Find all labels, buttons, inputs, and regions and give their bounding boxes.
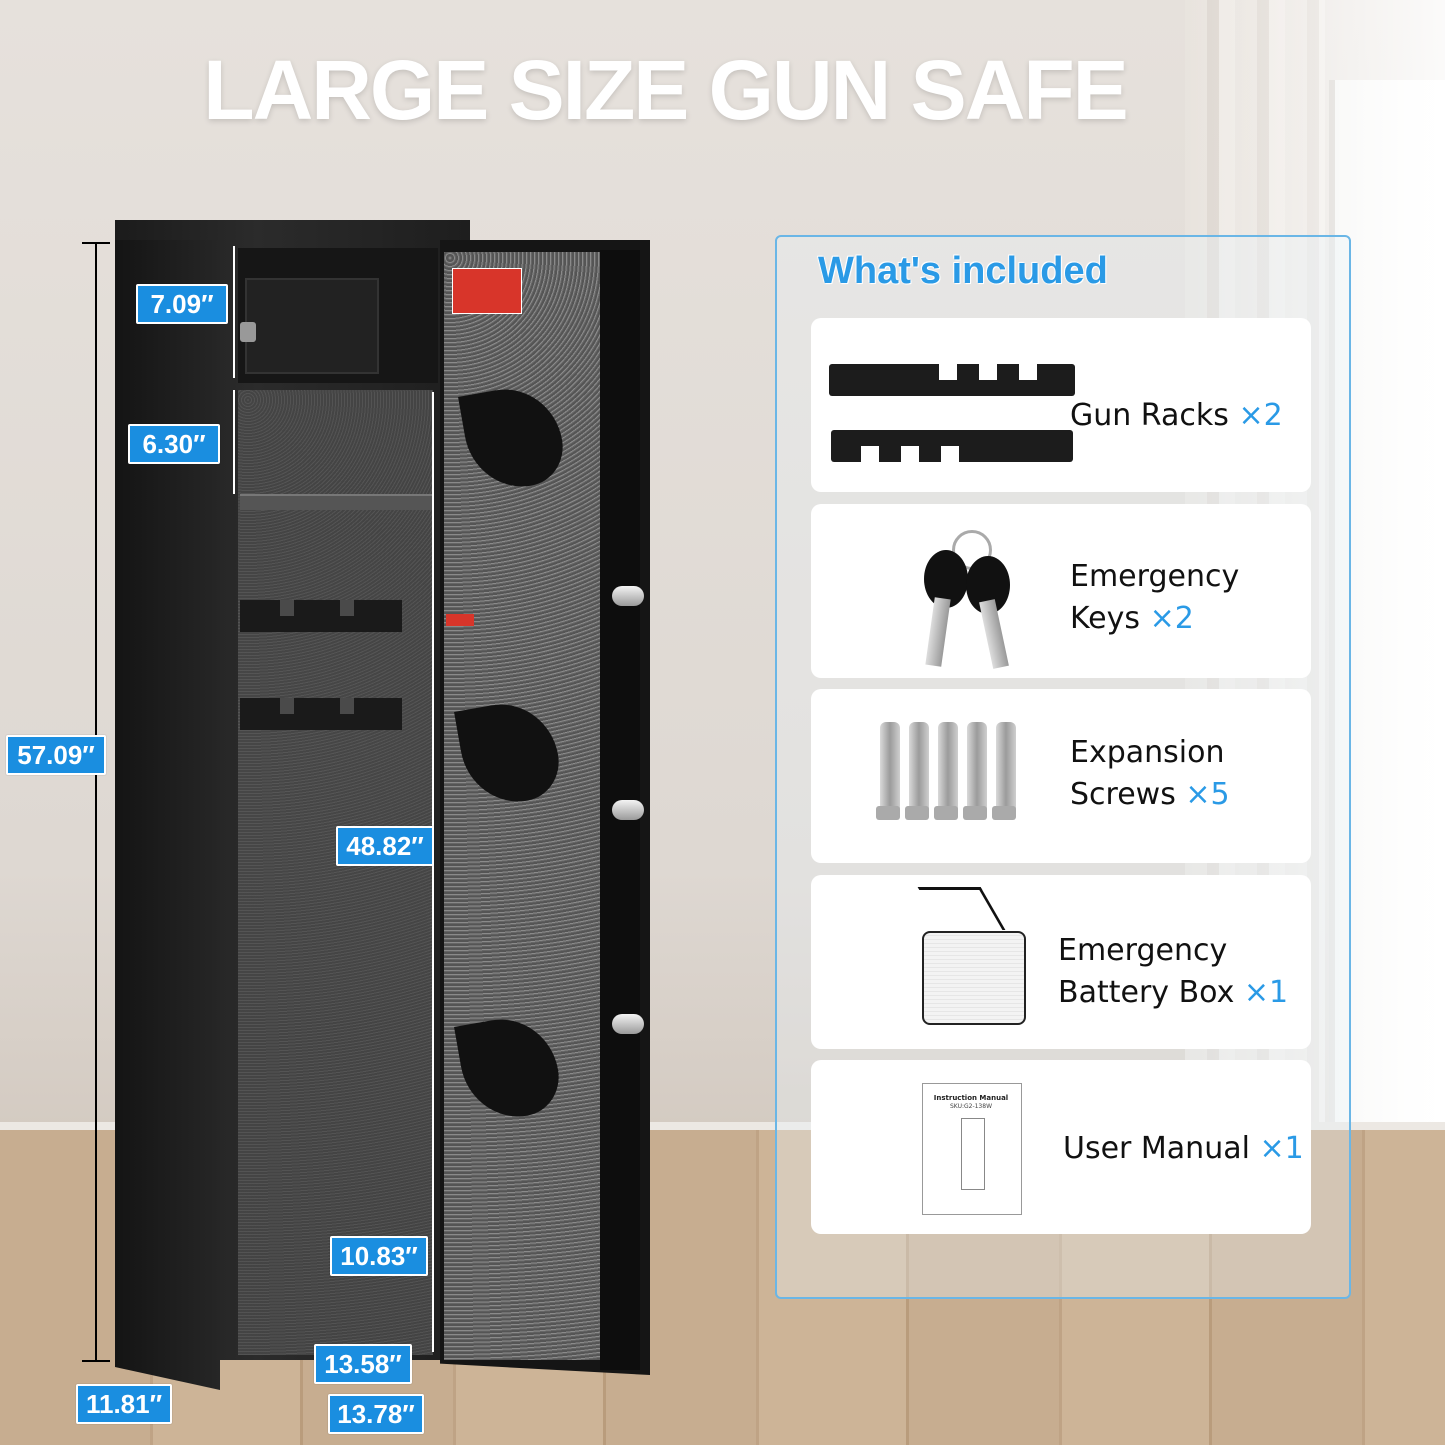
- included-card-emergency-keys: [811, 504, 1311, 678]
- screw-nut: [876, 806, 900, 820]
- battery-box-label: Emergency Battery Box ×1: [1058, 933, 1289, 1010]
- lockbox: [245, 278, 379, 374]
- small-warning-label: [446, 614, 474, 626]
- screw-nut: [992, 806, 1016, 820]
- headline: LARGE SIZE GUN SAFE: [203, 43, 1128, 137]
- total-height-cap-bottom: [82, 1360, 110, 1362]
- battery-box-icon: [922, 931, 1026, 1025]
- dimension-badge-interior-width: 13.58″: [314, 1344, 412, 1384]
- gun-rack-icon: [829, 364, 1075, 396]
- manual-cover-title: Instruction Manual: [933, 1094, 1009, 1102]
- screw-nut: [963, 806, 987, 820]
- dimension-badge-depth: 11.81″: [76, 1384, 172, 1424]
- manual-cover-sku: SKU:G2-138W: [949, 1103, 992, 1110]
- dimension-badge-width: 13.78″: [328, 1394, 424, 1434]
- interior-height-line: [432, 392, 434, 1352]
- key-lock-icon: [240, 322, 256, 342]
- lockbox-height-line: [233, 246, 235, 378]
- expansion-screw-icon-5: [996, 722, 1016, 818]
- emergency-keys-label: Emergency Keys ×2: [1070, 559, 1240, 636]
- gun-racks-label: Gun Racks ×2: [1070, 398, 1283, 433]
- user-manual-label: User Manual ×1: [1063, 1131, 1304, 1166]
- dimension-badge-lockbox: 7.09″: [136, 284, 228, 324]
- screw-nut: [934, 806, 958, 820]
- expansion-screw-icon-3: [938, 722, 958, 818]
- dimension-badge-shelf-gap: 6.30″: [128, 424, 220, 464]
- total-height-line: [95, 242, 97, 1362]
- manual-safe-drawing: [961, 1118, 985, 1190]
- shelf-gap-line: [233, 390, 235, 494]
- expansion-screws-label: Expansion Screws ×5: [1070, 735, 1230, 812]
- manual-icon: [922, 1083, 1022, 1215]
- warning-label: [452, 268, 522, 314]
- dimension-badge-interior-height: 48.82″: [336, 826, 434, 866]
- expansion-screw-icon-2: [909, 722, 929, 818]
- locking-bolt-top: [612, 586, 644, 606]
- total-height-cap-top: [82, 242, 110, 244]
- dimension-badge-interior-depth: 10.83″: [330, 1236, 428, 1276]
- safe-side-panel: [115, 240, 220, 1390]
- interior-shelf: [240, 494, 432, 510]
- included-card-gun-racks: [811, 318, 1311, 492]
- expansion-screw-icon: [880, 722, 900, 818]
- safe-interior: [238, 390, 433, 1355]
- interior-gun-rack-upper: [240, 600, 402, 632]
- included-card-battery-box: [811, 875, 1311, 1049]
- included-card-user-manual: [811, 1060, 1311, 1234]
- locking-bolt-middle: [612, 800, 644, 820]
- gun-rack-icon-2: [831, 430, 1073, 462]
- dimension-badge-total-height: 57.09″: [6, 735, 106, 775]
- screw-nut: [905, 806, 929, 820]
- whats-included-title: What's included: [818, 250, 1108, 292]
- expansion-screw-icon-4: [967, 722, 987, 818]
- locking-bolt-bottom: [612, 1014, 644, 1034]
- interior-gun-rack-lower: [240, 698, 402, 730]
